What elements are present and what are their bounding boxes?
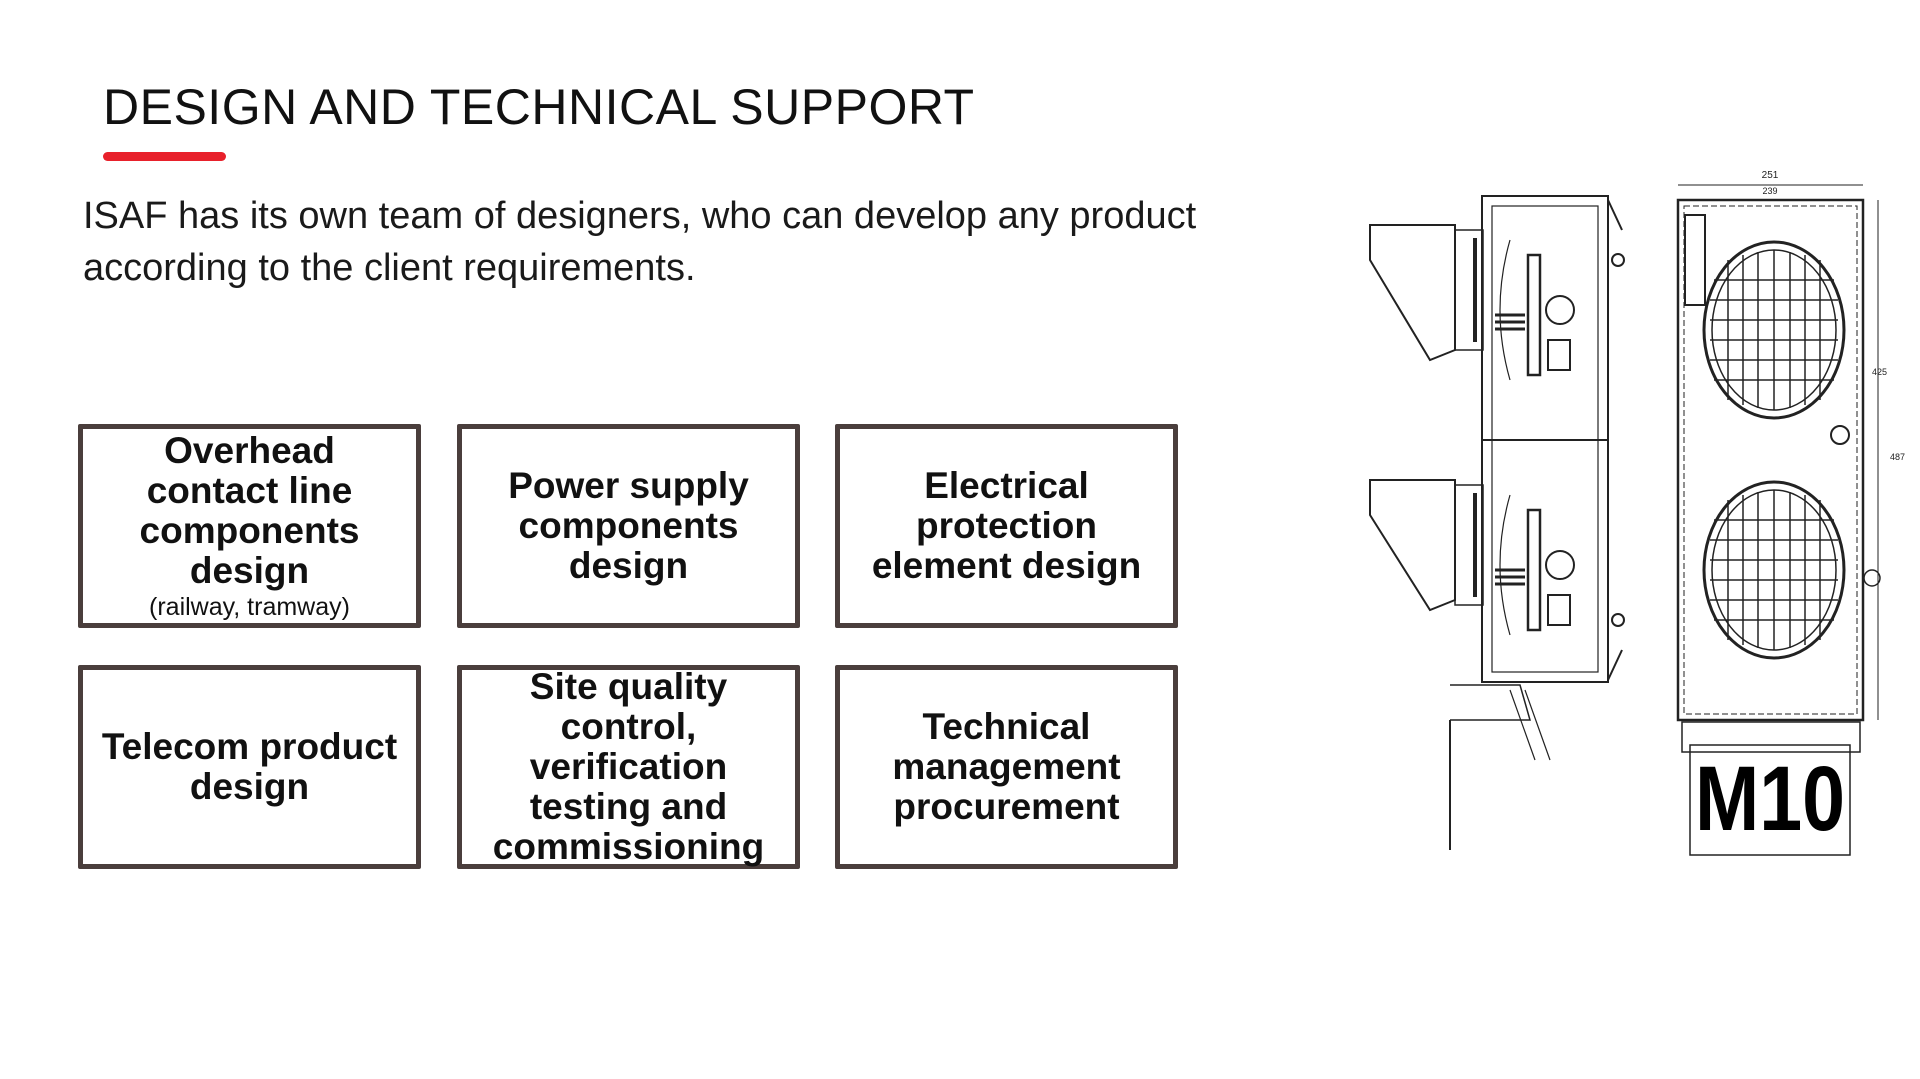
service-box-quality: Site quality control, verification testi… xyxy=(457,665,800,869)
page-title: DESIGN AND TECHNICAL SUPPORT xyxy=(103,79,975,135)
service-title: Technical management procurement xyxy=(892,706,1121,827)
side-view xyxy=(1369,195,1625,850)
drawing-dim-top: 251 xyxy=(1762,170,1779,181)
service-title: Overhead contact line components design xyxy=(139,430,360,591)
title-underline xyxy=(103,152,226,161)
service-box-technical: Technical management procurement xyxy=(835,665,1178,869)
service-box-electrical: Electrical protection element design xyxy=(835,424,1178,628)
service-box-overhead: Overhead contact line components design … xyxy=(78,424,421,628)
drawing-label-m10: M10 xyxy=(1695,748,1845,850)
traffic-signal-technical-drawing: 251 239 425 487 204 M10 xyxy=(1369,170,1905,856)
service-box-power: Power supply components design xyxy=(457,424,800,628)
front-view xyxy=(1676,184,1881,856)
intro-line-2: according to the client requirements. xyxy=(83,247,696,289)
services-grid: Overhead contact line components design … xyxy=(78,424,1186,874)
service-title: Power supply components design xyxy=(508,465,749,586)
service-box-telecom: Telecom product design xyxy=(78,665,421,869)
service-title: Telecom product design xyxy=(101,726,398,807)
intro-text: ISAF has its own team of designers, who … xyxy=(83,190,1263,294)
intro-line-1: ISAF has its own team of designers, who … xyxy=(83,195,1197,237)
drawing-dim-side-outer: 487 xyxy=(1890,452,1905,462)
service-subtitle: (railway, tramway) xyxy=(149,593,350,621)
service-title: Electrical protection element design xyxy=(871,465,1142,586)
drawing-dim-top-inner: 239 xyxy=(1762,186,1777,196)
drawing-dim-side-inner: 425 xyxy=(1872,367,1887,377)
service-title: Site quality control, verification testi… xyxy=(492,666,765,867)
